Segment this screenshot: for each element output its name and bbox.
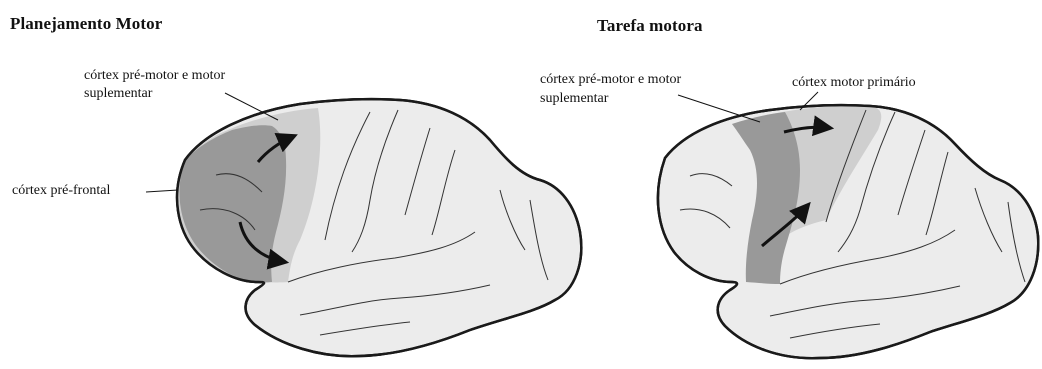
panel-title-right: Tarefa motora	[597, 16, 703, 36]
right-brain	[658, 92, 1038, 358]
right-premotor-label-line1: córtex pré-motor e motor	[540, 71, 681, 88]
left-premotor-label-line1: córtex pré-motor e motor	[84, 67, 225, 84]
panel-title-left: Planejamento Motor	[10, 14, 162, 34]
right-primary-motor-label: córtex motor primário	[792, 74, 916, 91]
left-prefrontal-leader	[146, 190, 178, 192]
left-brain	[146, 93, 581, 356]
left-prefrontal-label: córtex pré-frontal	[12, 182, 110, 199]
left-premotor-label-line2: suplementar	[84, 85, 152, 102]
right-premotor-label-line2: suplementar	[540, 90, 608, 107]
right-premotor-leader	[678, 95, 760, 122]
